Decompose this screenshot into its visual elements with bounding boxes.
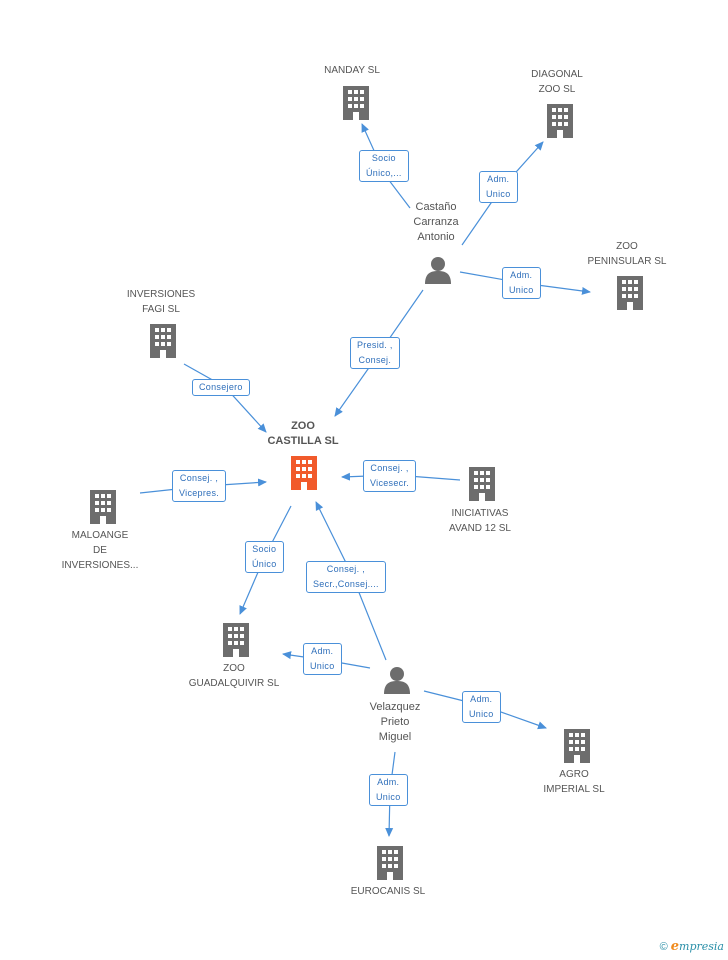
brand-name: empresia — [670, 939, 724, 954]
building-icon-eurocanis — [377, 846, 403, 880]
person-icon-castano — [425, 257, 451, 284]
person-icon-velazquez — [384, 667, 410, 694]
building-icon-diagonal — [547, 104, 573, 138]
building-icon-peninsular — [617, 276, 643, 310]
node-label-iniciativas[interactable]: INICIATIVAS AVAND 12 SL — [449, 508, 511, 534]
edge-label-adm-unico-eurocanis[interactable]: Adm. Unico — [369, 774, 408, 806]
edge-label-socio-unico-nanday[interactable]: Socio Único,... — [359, 150, 409, 182]
node-label-nanday[interactable]: NANDAY SL — [324, 65, 380, 76]
node-label-castilla[interactable]: ZOO CASTILLA SL — [267, 420, 339, 447]
copyright-symbol: © — [659, 941, 668, 953]
edge-label-adm-unico-diagonal[interactable]: Adm. Unico — [479, 171, 518, 203]
node-label-agro[interactable]: AGRO IMPERIAL SL — [543, 769, 605, 795]
building-icon-castilla — [291, 456, 317, 490]
node-label-guadalquivir[interactable]: ZOO GUADALQUIVIR SL — [188, 663, 280, 689]
node-label-diagonal[interactable]: DIAGONAL ZOO SL — [531, 69, 583, 95]
edge-label-adm-unico-guad[interactable]: Adm. Unico — [303, 643, 342, 675]
building-icon-fagi — [150, 324, 176, 358]
node-label-maloange[interactable]: MALOANGE DE INVERSIONES... — [61, 530, 139, 571]
building-icon-guadalquivir — [223, 623, 249, 657]
edge-label-adm-unico-agro[interactable]: Adm. Unico — [462, 691, 501, 723]
empresia-logo[interactable]: © empresia — [660, 939, 724, 954]
node-label-fagi[interactable]: INVERSIONES FAGI SL — [126, 289, 196, 315]
node-label-peninsular[interactable]: ZOO PENINSULAR SL — [587, 241, 667, 267]
node-label-velazquez[interactable]: Velazquez Prieto Miguel — [369, 701, 421, 743]
edge-label-consejero[interactable]: Consejero — [192, 379, 250, 396]
edge-fagi-castilla — [183, 363, 267, 433]
edge-label-presid-consej[interactable]: Presid. , Consej. — [350, 337, 400, 369]
edge-label-consej-vicesecr[interactable]: Consej. , Vicesecr. — [363, 460, 417, 492]
edge-label-consej-secr[interactable]: Consej. , Secr.,Consej.... — [306, 561, 386, 593]
node-label-eurocanis[interactable]: EUROCANIS SL — [350, 886, 426, 897]
edge-label-socio-unico-guad[interactable]: Socio Único — [245, 541, 284, 573]
node-label-castano[interactable]: Castaño Carranza Antonio — [413, 201, 459, 243]
building-icon-maloange — [90, 490, 116, 524]
building-icon-nanday — [343, 86, 369, 120]
edge-label-adm-unico-peninsular[interactable]: Adm. Unico — [502, 267, 541, 299]
building-icon-iniciativas — [469, 467, 495, 501]
building-icon-agro — [564, 729, 590, 763]
edge-label-consej-vicepres[interactable]: Consej. , Vicepres. — [172, 470, 227, 502]
